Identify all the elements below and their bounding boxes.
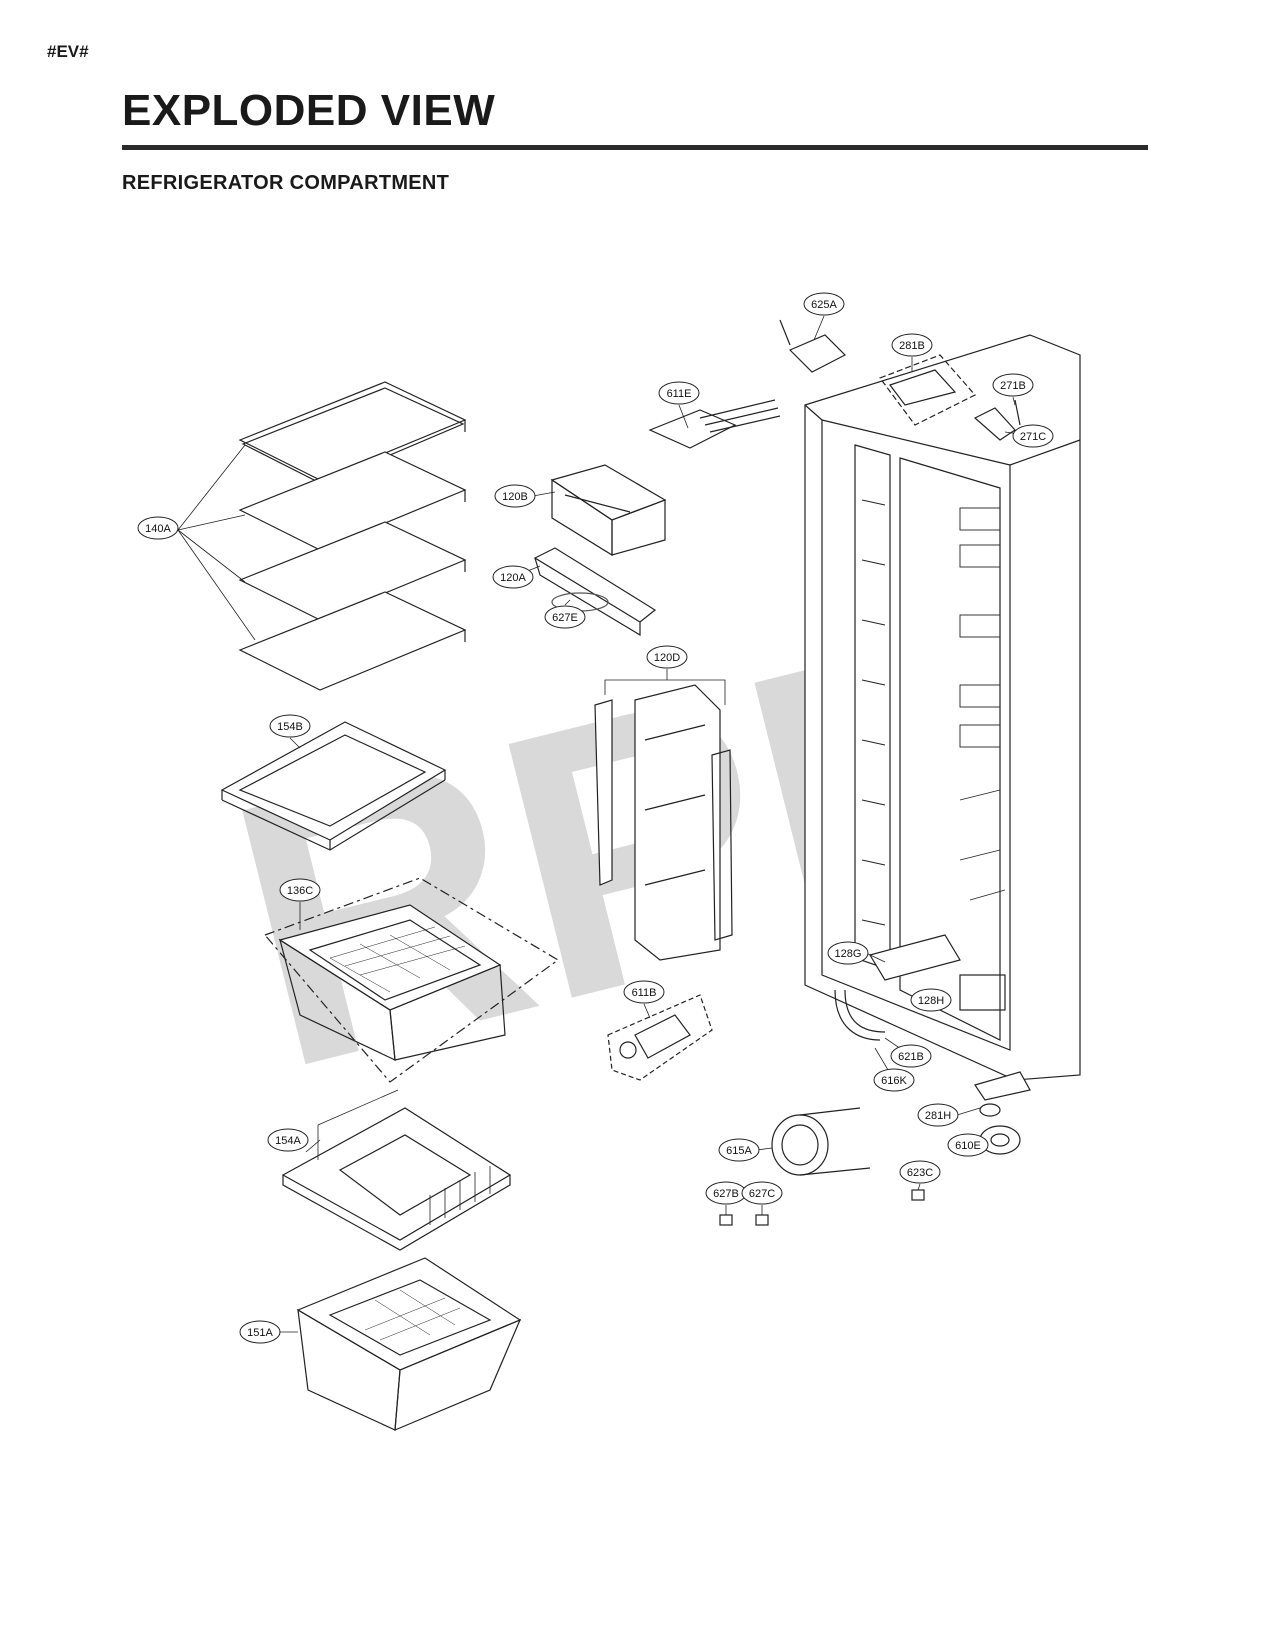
callout-label: 120A (500, 572, 526, 584)
callout-label: 128H (918, 995, 944, 1007)
callout-label: 136C (287, 885, 313, 897)
callout-140a: 140A (137, 516, 179, 540)
callout-bubble (1012, 424, 1054, 448)
callout-bubble (803, 292, 845, 316)
callout-label: 623C (907, 1167, 933, 1179)
crisper-drawer-upper (263, 877, 560, 1083)
title-rule (122, 145, 1148, 150)
duct-bracket (604, 679, 726, 705)
shelf-leader-lines (177, 444, 256, 641)
callout-611e: 611E (658, 381, 700, 405)
crisper-drawer-lower (296, 1257, 522, 1431)
callout-bubble (873, 1068, 915, 1092)
callout-label: 616K (881, 1075, 907, 1087)
callout-627b: 627B (705, 1181, 747, 1205)
callout-bubble (899, 1160, 941, 1184)
callout-120d: 120D (646, 645, 688, 669)
callout-625a: 625A (803, 292, 845, 316)
callout-label: 281B (899, 340, 925, 352)
callout-label: 151A (247, 1327, 273, 1339)
callout-154a: 154A (267, 1128, 309, 1152)
callout-label: 625A (811, 299, 837, 311)
callout-bubble (890, 1044, 932, 1068)
callout-label: 610E (955, 1140, 981, 1152)
callout-label: 271B (1000, 380, 1026, 392)
refrigerator-cabinet (804, 334, 1081, 1081)
callout-bubble (827, 941, 869, 965)
callout-bubble (137, 516, 179, 540)
document-code: #EV# (47, 42, 89, 61)
callout-120a: 120A (492, 565, 534, 589)
section-subtitle: REFRIGERATOR COMPARTMENT (122, 172, 450, 194)
callout-623c: 623C (899, 1160, 941, 1184)
callout-bubble (239, 1320, 281, 1344)
callout-label: 128G (835, 948, 862, 960)
upper-hinge (879, 354, 976, 426)
callout-label: 615A (726, 1145, 752, 1157)
callout-label: 120B (502, 491, 528, 503)
callout-label: 611B (632, 987, 657, 999)
callout-bubble (947, 1133, 989, 1157)
callout-615a: 615A (718, 1138, 760, 1162)
callout-120b: 120B (494, 484, 536, 508)
callout-bubble (269, 714, 311, 738)
callout-label: 271C (1020, 431, 1046, 443)
callout-bubble (917, 1103, 959, 1127)
callout-128g: 128G (827, 941, 869, 965)
callout-bubble (623, 980, 665, 1004)
callout-label: 154B (277, 721, 303, 733)
glass-shelf-stack (238, 381, 467, 691)
callout-label: 621B (898, 1051, 924, 1063)
duct-frame (594, 684, 733, 961)
callout-271b: 271B (992, 373, 1034, 397)
callout-627e: 627E (544, 605, 586, 629)
water-tube-assembly (648, 399, 781, 449)
callout-610e: 610E (947, 1133, 989, 1157)
callout-label: 154A (275, 1135, 301, 1147)
callout-627c: 627C (741, 1181, 783, 1205)
damper-unit (779, 319, 847, 373)
callout-154b: 154B (269, 714, 311, 738)
callout-616k: 616K (873, 1068, 915, 1092)
callout-bubble (658, 381, 700, 405)
callout-281b: 281B (891, 333, 933, 357)
callout-label: 281H (925, 1110, 951, 1122)
callout-bubble (544, 605, 586, 629)
callout-bubble (279, 878, 321, 902)
callout-label: 140A (145, 523, 171, 535)
callout-271c: 271C (1012, 424, 1054, 448)
callout-label: 120D (654, 652, 680, 664)
control-box-housing (550, 464, 667, 557)
lamp-cover (533, 547, 657, 637)
callout-group: 625A 281B 271B 271C 611E 120B 120A 627E 140A 120D… (137, 292, 1054, 1344)
callout-bubble (992, 373, 1034, 397)
callout-label: 611E (667, 388, 692, 400)
callout-bubble (718, 1138, 760, 1162)
callout-label: 627C (749, 1188, 775, 1200)
callout-bubble (741, 1181, 783, 1205)
crisper-cover-frame (220, 721, 447, 851)
callout-bubble (910, 988, 952, 1012)
callout-label: 627E (552, 612, 578, 624)
callout-136c: 136C (279, 878, 321, 902)
lower-hinge (974, 1071, 1031, 1117)
callout-bubble (267, 1128, 309, 1152)
callout-611b: 611B (623, 980, 665, 1004)
crisper-drawer-cover (281, 1089, 512, 1251)
callout-128h: 128H (910, 988, 952, 1012)
callout-bubble (494, 484, 536, 508)
callout-label: 627B (713, 1188, 739, 1200)
callout-281h: 281H (917, 1103, 959, 1127)
callout-621b: 621B (890, 1044, 932, 1068)
callout-bubble (646, 645, 688, 669)
water-tube-roll (771, 1107, 871, 1176)
page-title: EXPLODED VIEW (122, 86, 496, 135)
callout-bubble (891, 333, 933, 357)
water-line-tubing (834, 989, 886, 1041)
water-filter (607, 994, 713, 1081)
callout-151a: 151A (239, 1320, 281, 1344)
callout-bubble (492, 565, 534, 589)
